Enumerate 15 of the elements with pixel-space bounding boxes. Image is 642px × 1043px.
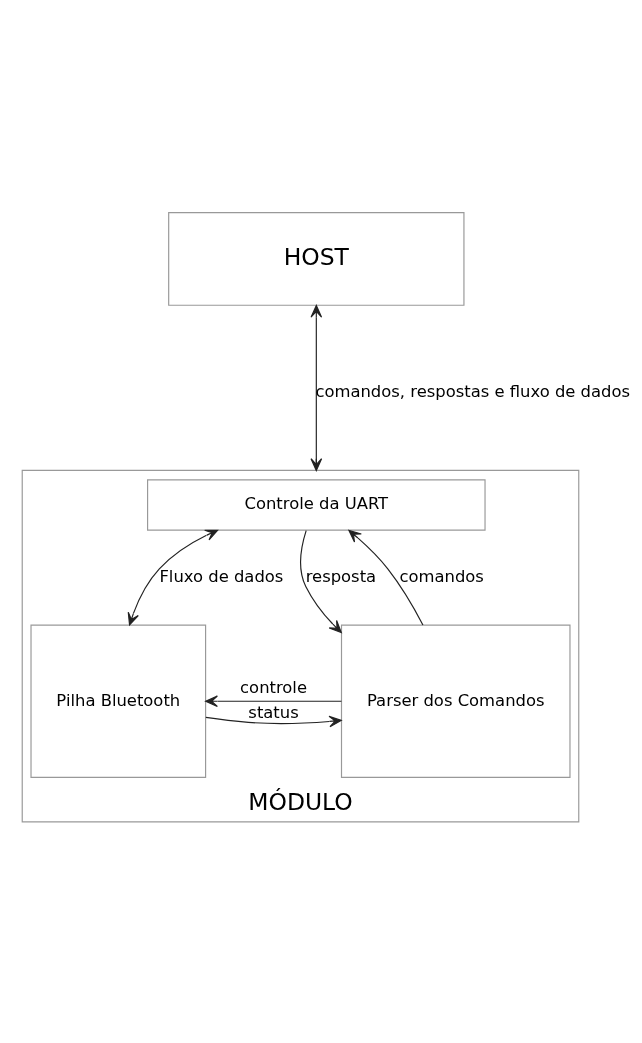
edge-label: resposta (305, 566, 377, 586)
node-box: Parser dos Comandos (340, 624, 571, 778)
edge-label: status (248, 702, 299, 722)
arrow (348, 529, 424, 626)
arrow (127, 529, 219, 626)
arrow (205, 715, 342, 727)
arrow (310, 304, 323, 471)
node-box: HOST (168, 211, 465, 306)
edge-label: Fluxo de dados (159, 566, 284, 586)
arrow (205, 694, 342, 707)
edge-label: comandos (399, 566, 484, 586)
arrow (300, 529, 342, 633)
edge-label: controle (240, 677, 307, 697)
node-box: Controle da UART (147, 478, 486, 531)
node-box: Pilha Bluetooth (30, 624, 207, 778)
